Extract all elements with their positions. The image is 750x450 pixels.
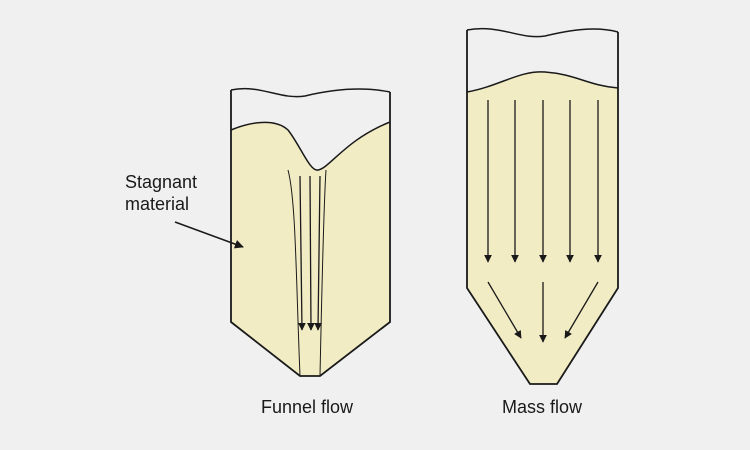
mass-hopper-arrow xyxy=(564,281,599,339)
stagnant-pointer-arrow xyxy=(174,221,244,249)
mass-silo-walls xyxy=(466,30,619,385)
funnel-flow-arrow xyxy=(307,175,315,331)
stagnant-label-line1: Stagnant xyxy=(125,172,197,192)
funnel-silo-walls xyxy=(230,90,391,377)
funnel-flow-caption: Funnel flow xyxy=(261,397,354,417)
funnel-flow-channel-right xyxy=(319,169,327,377)
funnel-flow-silo xyxy=(230,88,391,377)
stagnant-material-annotation: Stagnant material xyxy=(125,172,244,249)
funnel-flow-arrow xyxy=(314,175,322,331)
funnel-flow-channel-left xyxy=(287,169,301,377)
mass-hopper-arrow xyxy=(487,281,522,339)
mass-material-surface xyxy=(466,71,619,93)
mass-silo-top-edge xyxy=(466,27,619,38)
funnel-material-surface xyxy=(230,121,391,171)
mass-flow-caption: Mass flow xyxy=(502,397,583,417)
funnel-silo-top-edge xyxy=(230,88,391,98)
mass-flow-silo xyxy=(466,27,619,385)
funnel-flow-arrow xyxy=(298,175,306,331)
stagnant-label-line2: material xyxy=(125,194,189,214)
